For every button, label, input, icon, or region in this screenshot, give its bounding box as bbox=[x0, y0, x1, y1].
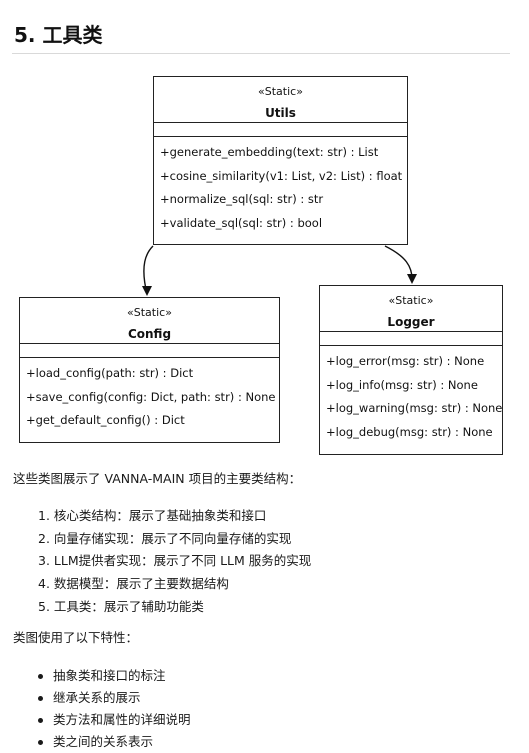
utils-operation: +normalize_sql(sql: str) : str bbox=[160, 192, 324, 206]
summary-list-item: 5. 工具类：展示了辅助功能类 bbox=[38, 598, 204, 614]
logger-operation: +log_debug(msg: str) : None bbox=[326, 424, 493, 439]
bullet-icon bbox=[38, 674, 43, 679]
logger-attributes-compartment bbox=[320, 332, 502, 346]
utils-to-logger-arrowhead bbox=[407, 274, 417, 284]
summary-list-item: 1. 核心类结构：展示了基础抽象类和接口 bbox=[38, 508, 267, 523]
config-operation: +save_config(config: Dict, path: str) : … bbox=[26, 389, 276, 404]
features-list-item: 抽象类和接口的标注 bbox=[38, 665, 191, 687]
bullet-icon bbox=[38, 718, 43, 723]
heading-divider bbox=[12, 53, 510, 54]
bullet-icon bbox=[38, 740, 43, 745]
logger-stereotype: «Static» bbox=[388, 294, 434, 307]
logger-class-box: «Static» Logger +log_error(msg: str) : N… bbox=[319, 285, 503, 455]
config-attributes-compartment bbox=[20, 344, 279, 358]
utils-to-logger-arrow bbox=[384, 245, 413, 283]
features-list-item: 类方法和属性的详细说明 bbox=[38, 709, 191, 731]
features-item-text: 类方法和属性的详细说明 bbox=[53, 712, 191, 727]
utils-operation: +generate_embedding(text: str) : List bbox=[160, 145, 379, 159]
summary-list-item: 2. 向量存储实现：展示了不同向量存储的实现 bbox=[38, 530, 292, 546]
utils-stereotype: «Static» bbox=[258, 85, 303, 98]
summary-list: 1. 核心类结构：展示了基础抽象类和接口 2. 向量存储实现：展示了不同向量存储… bbox=[38, 505, 311, 619]
summary-list-item: 4. 数据模型：展示了主要数据结构 bbox=[38, 576, 229, 592]
section-heading: 5. 工具类 bbox=[14, 23, 103, 47]
summary-intro: 这些类图展示了 VANNA-MAIN 项目的主要类结构： bbox=[13, 471, 302, 486]
logger-operation: +log_warning(msg: str) : None bbox=[326, 401, 503, 415]
summary-list-item: 3. LLM提供者实现：展示了不同 LLM 服务的实现 bbox=[38, 553, 312, 569]
config-operation: +get_default_config() : Dict bbox=[26, 413, 185, 427]
config-class-name: Config bbox=[127, 327, 172, 341]
features-list-item: 继承关系的展示 bbox=[38, 687, 191, 709]
features-item-text: 抽象类和接口的标注 bbox=[53, 668, 166, 683]
relationship-arrows bbox=[142, 245, 417, 296]
features-item-text: 类之间的关系表示 bbox=[53, 734, 154, 749]
features-item-text: 继承关系的展示 bbox=[53, 690, 141, 705]
config-operations-compartment: +load_config(path: str) : Dict +save_con… bbox=[20, 358, 279, 433]
utils-operation: +cosine_similarity(v1: List, v2: List) :… bbox=[160, 168, 403, 183]
config-operation: +load_config(path: str) : Dict bbox=[26, 366, 194, 380]
logger-class-name: Logger bbox=[387, 315, 435, 329]
logger-operations-compartment: +log_error(msg: str) : None +log_info(ms… bbox=[320, 346, 502, 444]
utils-class-box: «Static» Utils +generate_embedding(text:… bbox=[153, 76, 408, 245]
config-class-box: «Static» Config +load_config(path: str) … bbox=[19, 297, 280, 443]
utils-operation: +validate_sql(sql: str) : bool bbox=[160, 215, 323, 230]
features-list-item: 类之间的关系表示 bbox=[38, 731, 191, 753]
logger-operation: +log_error(msg: str) : None bbox=[326, 354, 485, 368]
utils-to-config-arrowhead bbox=[142, 286, 152, 296]
class-diagram: «Static» Utils +generate_embedding(text:… bbox=[0, 70, 529, 455]
bullet-icon bbox=[38, 696, 43, 701]
features-list: 抽象类和接口的标注 继承关系的展示 类方法和属性的详细说明 类之间的关系表示 bbox=[38, 665, 191, 753]
utils-class-name: Utils bbox=[265, 106, 296, 120]
utils-attributes-compartment bbox=[154, 123, 407, 137]
config-stereotype: «Static» bbox=[127, 306, 172, 319]
logger-operation: +log_info(msg: str) : None bbox=[326, 377, 478, 392]
utils-operations-compartment: +generate_embedding(text: str) : List +c… bbox=[154, 137, 407, 235]
features-intro: 类图使用了以下特性： bbox=[13, 630, 139, 645]
